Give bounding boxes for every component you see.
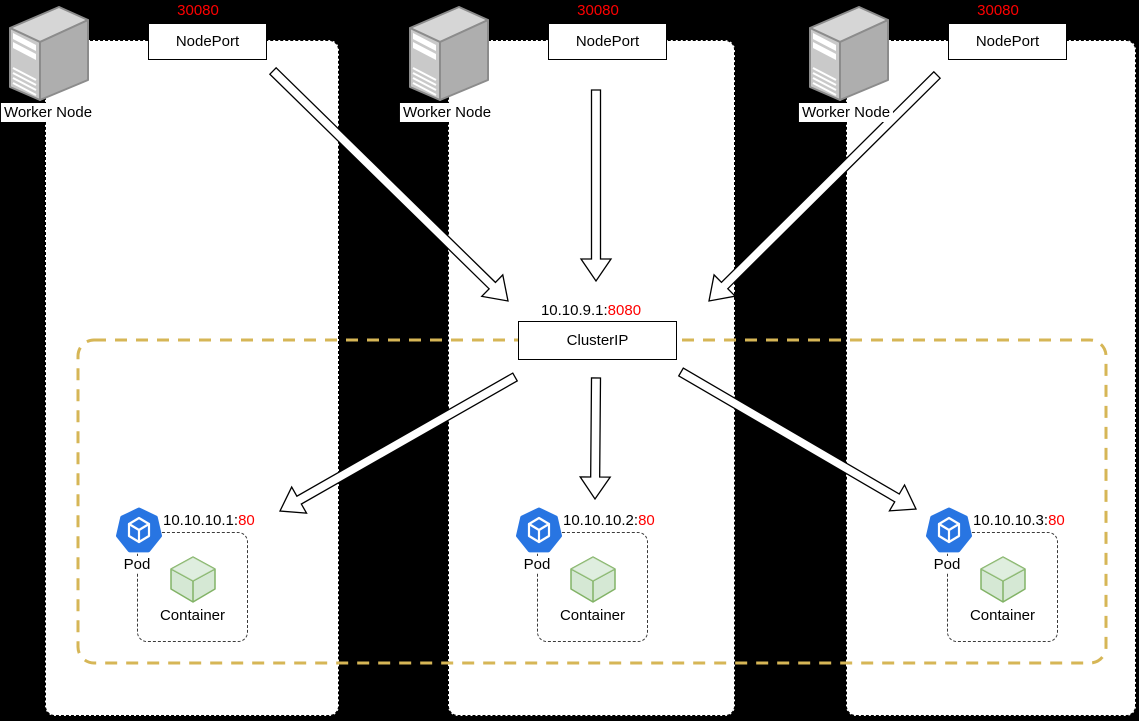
pod-icon bbox=[516, 507, 562, 553]
pod-box: Container bbox=[137, 532, 248, 642]
pod-box: Container bbox=[947, 532, 1058, 642]
pod-port: 80 bbox=[238, 512, 255, 529]
arrow-clusterip-to-pod-3 bbox=[677, 367, 917, 512]
server-icon bbox=[809, 6, 889, 101]
pod-port: 80 bbox=[638, 512, 655, 529]
server-icon bbox=[409, 6, 489, 101]
worker-node-label: Worker Node bbox=[0, 103, 96, 122]
nodeport-box-label: NodePort bbox=[175, 33, 240, 50]
service-boundary bbox=[76, 338, 1108, 665]
pod-ip: 10.10.10.1: bbox=[163, 512, 239, 529]
worker-node-label: Worker Node bbox=[399, 103, 495, 122]
pod-address-label: 10.10.10.2:80 bbox=[561, 512, 657, 529]
pod-label: Pod bbox=[521, 556, 553, 573]
nodeport-port-label: 30080 bbox=[977, 2, 1019, 19]
pod-icon bbox=[116, 507, 162, 553]
clusterip-ip: 10.10.9.1: bbox=[540, 302, 608, 319]
worker-node-boundary-3 bbox=[846, 40, 1136, 716]
nodeport-box: NodePort bbox=[948, 23, 1067, 60]
container-label: Container bbox=[559, 607, 626, 624]
nodeport-box-label: NodePort bbox=[975, 33, 1040, 50]
pod-box: Container bbox=[537, 532, 648, 642]
pod-address-label: 10.10.10.3:80 bbox=[971, 512, 1067, 529]
container-icon bbox=[169, 556, 216, 603]
clusterip-box-label: ClusterIP bbox=[566, 332, 629, 349]
pod-label: Pod bbox=[121, 556, 153, 573]
pod-address-label: 10.10.10.1:80 bbox=[161, 512, 257, 529]
pod-label: Pod bbox=[931, 556, 963, 573]
container-label: Container bbox=[969, 607, 1036, 624]
nodeport-box: NodePort bbox=[148, 23, 267, 60]
clusterip-port: 8080 bbox=[607, 302, 642, 319]
pod-icon bbox=[926, 507, 972, 553]
container-label: Container bbox=[159, 607, 226, 624]
clusterip-address-label: 10.10.9.1:8080 bbox=[541, 302, 641, 319]
nodeport-box-label: NodePort bbox=[575, 33, 640, 50]
pod-ip: 10.10.10.3: bbox=[973, 512, 1049, 529]
arrow-nodeport-2-to-clusterip bbox=[579, 89, 613, 283]
arrow-clusterip-to-pod-1 bbox=[278, 372, 519, 514]
pod-ip: 10.10.10.2: bbox=[563, 512, 639, 529]
clusterip-box: ClusterIP bbox=[518, 321, 677, 360]
pod-port: 80 bbox=[1048, 512, 1065, 529]
server-icon bbox=[9, 6, 89, 101]
nodeport-port-label: 30080 bbox=[177, 2, 219, 19]
nodeport-port-label: 30080 bbox=[577, 2, 619, 19]
arrow-clusterip-to-pod-2 bbox=[578, 377, 612, 501]
arrow-nodeport-1-to-clusterip bbox=[268, 66, 509, 302]
worker-node-label: Worker Node bbox=[798, 103, 894, 122]
arrow-nodeport-3-to-clusterip bbox=[708, 70, 942, 302]
nodeport-box: NodePort bbox=[548, 23, 667, 60]
container-icon bbox=[569, 556, 616, 603]
container-icon bbox=[979, 556, 1026, 603]
